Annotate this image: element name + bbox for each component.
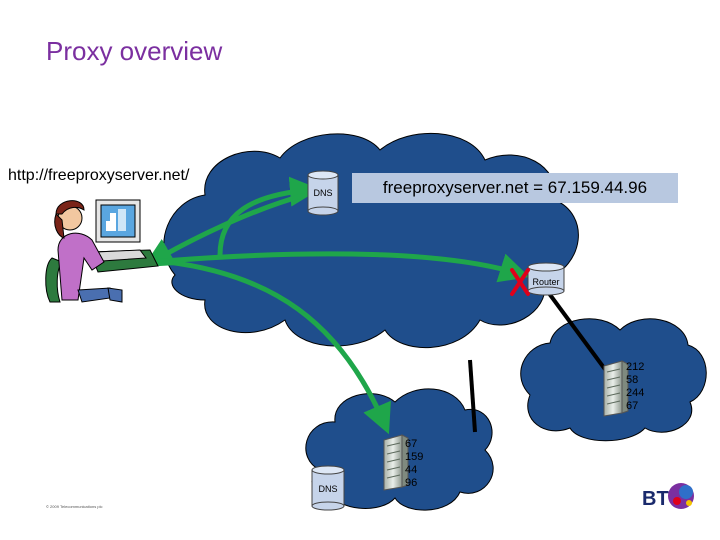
proxy-server-icon bbox=[383, 434, 409, 491]
user-computer-icon bbox=[45, 199, 159, 303]
blocked-x-icon bbox=[510, 268, 530, 296]
arrow-to-router bbox=[151, 251, 530, 283]
url-label: http://freeproxyserver.net/ bbox=[8, 167, 190, 184]
arrow-to-dns bbox=[217, 176, 320, 256]
proxy-server-ip-1: 67 bbox=[405, 438, 417, 450]
server-right-ip-1: 212 bbox=[626, 361, 644, 373]
arrow-to-proxy-server bbox=[167, 259, 391, 435]
proxy-server-ip-4: 96 bbox=[405, 477, 417, 489]
proxy-server-ip-2: 159 bbox=[405, 451, 423, 463]
server-right-ip-2: 58 bbox=[626, 374, 638, 386]
dns-server-top-icon bbox=[307, 170, 339, 216]
arrow-from-dns bbox=[143, 192, 306, 268]
dns-answer-banner: freeproxyserver.net = 67.159.44.96 bbox=[352, 173, 678, 203]
bt-logo-text: BT bbox=[642, 488, 669, 510]
server-right-ip-4: 67 bbox=[626, 400, 638, 412]
copyright-footer: © 2009 Telecommunications plc bbox=[46, 504, 103, 509]
dns-server-bottom-icon bbox=[311, 465, 345, 511]
internet-cloud bbox=[163, 132, 579, 349]
proxy-server-ip-3: 44 bbox=[405, 464, 417, 476]
bt-logo bbox=[668, 483, 694, 509]
link-cloud-bottom bbox=[468, 359, 477, 433]
slide-title: Proxy overview bbox=[46, 36, 223, 66]
link-router-right bbox=[546, 290, 612, 378]
router-label: Router bbox=[532, 277, 559, 287]
server-right-icon bbox=[603, 360, 629, 417]
dns-bottom-label: DNS bbox=[318, 484, 337, 494]
dns-top-label: DNS bbox=[313, 188, 332, 198]
server-right-ip-3: 244 bbox=[626, 387, 644, 399]
router-icon bbox=[527, 262, 565, 296]
